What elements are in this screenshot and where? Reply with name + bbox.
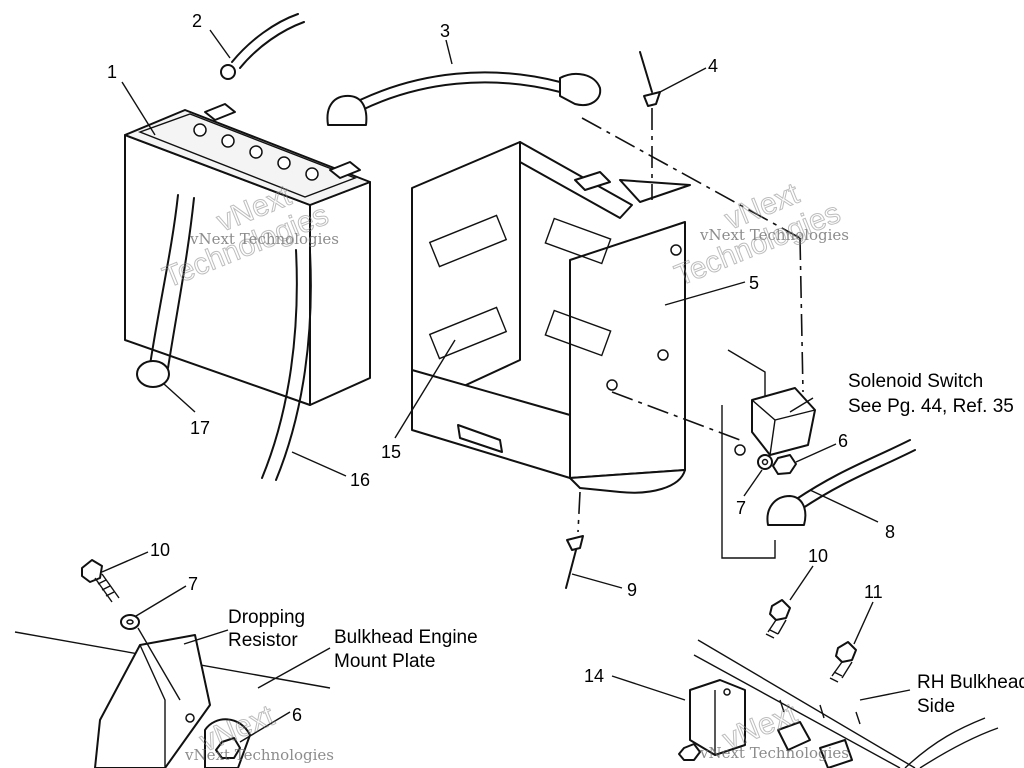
- callout-7: 7: [736, 498, 746, 518]
- callout-3: 3: [440, 21, 450, 41]
- assembly-lines: [577, 108, 804, 533]
- part-labels: Solenoid Switch See Pg. 44, Ref. 35 Drop…: [228, 371, 1024, 717]
- callout-6: 6: [292, 705, 302, 725]
- callout-6: 6: [838, 431, 848, 451]
- cable-8: [766, 439, 916, 526]
- callout-2: 2: [192, 11, 202, 31]
- battery-cable-3: [326, 71, 602, 126]
- watermark-text: vNext Technologies: [189, 230, 339, 248]
- callout-10: 10: [808, 546, 828, 566]
- vent-tube-17: [136, 194, 195, 388]
- callout-10: 10: [150, 540, 170, 560]
- nut-washer-upper: [757, 454, 797, 475]
- battery: [124, 103, 371, 406]
- washer-7-left: [120, 614, 181, 701]
- screw-4: [639, 51, 661, 107]
- callout-8: 8: [885, 522, 895, 542]
- dropping-resistor-label: Dropping: [228, 607, 305, 628]
- callout-16: 16: [350, 470, 370, 490]
- dropping-resistor-label: Resistor: [228, 630, 298, 651]
- watermark-text: vNext Technologies: [184, 746, 334, 764]
- solenoid-switch: [721, 349, 816, 559]
- battery-cable-2: [220, 13, 305, 80]
- dropping-resistor: [14, 631, 331, 768]
- rh-bulkhead: [693, 639, 999, 768]
- bulkhead-plate-label: Bulkhead Engine: [334, 627, 478, 648]
- callout-15: 15: [381, 442, 401, 462]
- callout-4: 4: [708, 56, 718, 76]
- bolt-11-right: [829, 641, 857, 683]
- solenoid-ref-label: See Pg. 44, Ref. 35: [848, 396, 1014, 417]
- watermark-text: vNext Technologies: [699, 744, 849, 762]
- leader-lines: [101, 29, 911, 743]
- callout-11: 11: [864, 582, 883, 602]
- screw-9: [565, 535, 584, 589]
- callout-9: 9: [627, 580, 637, 600]
- rh-bulkhead-label: RH Bulkhead: [917, 672, 1024, 693]
- bracket-14: [678, 679, 746, 761]
- callout-17: 17: [190, 418, 210, 438]
- callout-7: 7: [188, 574, 198, 594]
- bulkhead-plate-label: Mount Plate: [334, 651, 435, 672]
- rh-bulkhead-label: Side: [917, 696, 955, 717]
- battery-box: [411, 141, 691, 494]
- callout-5: 5: [749, 273, 759, 293]
- bolt-10-left: [81, 559, 120, 603]
- vent-tube-16: [261, 249, 312, 481]
- nut-6-lower: [215, 737, 241, 759]
- callout-1: 1: [107, 62, 117, 82]
- watermark-text: vNext Technologies: [699, 226, 849, 244]
- callouts: 1 2 3 4 5 6 7 8 9 10 10 7 11 14 6 15 16 …: [107, 11, 895, 725]
- bolt-10-right: [765, 599, 791, 639]
- callout-14: 14: [584, 666, 604, 686]
- solenoid-label: Solenoid Switch: [848, 371, 983, 392]
